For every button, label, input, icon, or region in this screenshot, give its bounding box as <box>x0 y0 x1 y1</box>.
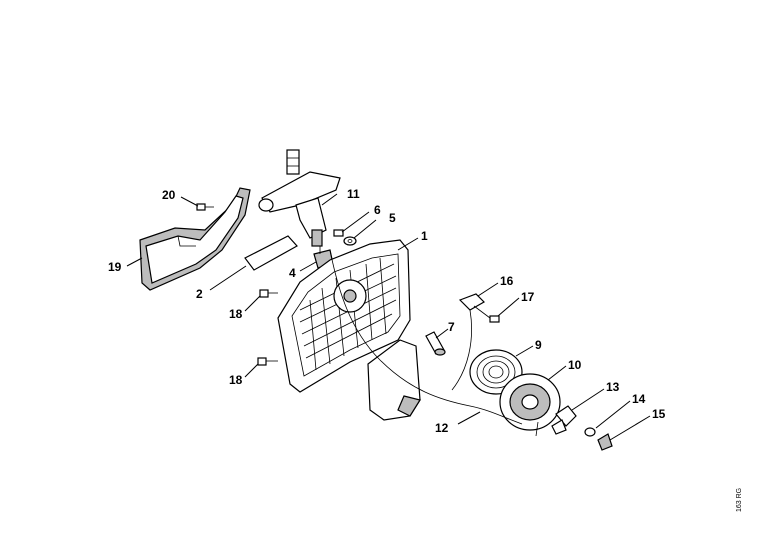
part-1-fan-housing <box>277 239 411 393</box>
part-5-washer <box>343 236 357 246</box>
drawing-code: 163 RG <box>736 487 743 512</box>
callout-labels: 20 11 6 5 1 4 19 2 18 18 16 17 7 9 10 12… <box>108 187 666 435</box>
part-11-starter-handle <box>258 149 341 247</box>
callout-5: 5 <box>389 211 396 225</box>
callout-9: 9 <box>535 338 542 352</box>
callout-16: 16 <box>500 274 514 288</box>
callout-4: 4 <box>289 266 296 280</box>
part-13-pawl <box>551 405 577 435</box>
part-20-screw <box>196 203 214 211</box>
callout-18-lower: 18 <box>229 373 243 387</box>
part-18-bolt-lower <box>257 357 278 366</box>
callout-6: 6 <box>374 203 381 217</box>
callout-15: 15 <box>652 407 666 421</box>
housing-shroud <box>367 339 421 421</box>
callout-11: 11 <box>347 187 360 201</box>
callout-17: 17 <box>521 290 535 304</box>
part-7-pin <box>425 331 446 356</box>
callout-13: 13 <box>606 380 620 394</box>
part-16-bracket <box>458 293 491 319</box>
part-14-washer <box>584 427 596 437</box>
part-15-spring-clip <box>597 433 613 451</box>
part-18-bolt-upper <box>259 289 278 298</box>
callout-14: 14 <box>632 392 646 406</box>
part-19-cover-plate <box>139 187 251 291</box>
part-10-rope-rotor <box>499 373 561 437</box>
callout-20: 20 <box>162 188 176 202</box>
callout-7: 7 <box>448 320 455 334</box>
callout-1: 1 <box>421 229 428 243</box>
callout-10: 10 <box>568 358 582 372</box>
callout-18-upper: 18 <box>229 307 243 321</box>
callout-2: 2 <box>196 287 203 301</box>
callout-19: 19 <box>108 260 122 274</box>
leader-lines <box>126 193 651 441</box>
part-12-starter-rope <box>329 249 523 425</box>
part-2-plate <box>244 235 298 271</box>
callout-12: 12 <box>435 421 449 435</box>
part-6-screw <box>333 229 344 237</box>
part-17-screw <box>489 315 500 323</box>
